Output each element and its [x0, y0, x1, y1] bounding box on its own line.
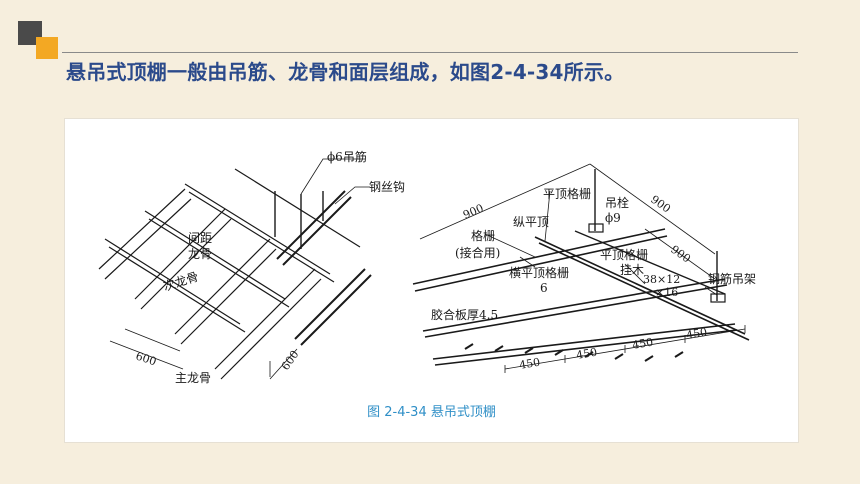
ceiling-diagram: ϕ6吊筋 钢丝钩 间距 龙骨 次龙骨 主龙骨 600 600	[98, 149, 756, 385]
label-flat-grid-hang-1: 平顶格栅	[600, 247, 648, 262]
slide-headline: 悬吊式顶棚一般由吊筋、龙骨和面层组成，如图2-4-34所示。	[66, 60, 625, 84]
label-dim-450-b: 450	[575, 346, 598, 362]
label-dim-450-a: 450	[518, 356, 541, 372]
label-bolt-2: ϕ9	[605, 211, 621, 225]
header-rule	[62, 52, 798, 53]
corner-square-orange	[36, 37, 58, 59]
left-grid-drawing	[98, 158, 372, 380]
label-spacer-2: 龙骨	[188, 247, 212, 261]
label-bolt-1: 吊栓	[605, 195, 629, 210]
label-dim-450-c: 450	[631, 336, 654, 352]
label-timber-1: 38×12	[643, 273, 680, 286]
label-timber-2: ×16	[655, 286, 678, 299]
figure-card: ϕ6吊筋 钢丝钩 间距 龙骨 次龙骨 主龙骨 600 600	[64, 118, 799, 443]
label-dim-450-d: 450	[685, 326, 708, 342]
label-dim-900-b: 900	[648, 193, 673, 216]
label-main-keel: 主龙骨	[175, 371, 211, 385]
label-dim-600-b: 600	[279, 348, 302, 373]
label-flat-grid-top: 平顶格栅	[543, 186, 591, 201]
label-cross-grid-num: 6	[540, 281, 548, 295]
label-grid-1: 格栅	[471, 228, 495, 243]
right-timber-drawing	[412, 163, 750, 373]
label-steel-hanger: 钢筋吊架	[708, 271, 756, 286]
label-plywood: 胶合板厚4.5	[431, 307, 498, 322]
label-flat-grid-hang-2: 挂木	[620, 263, 644, 277]
label-dim-900-c: 900	[668, 243, 693, 266]
label-dim-900-a: 900	[461, 202, 485, 222]
label-dim-600-a: 600	[134, 349, 158, 368]
label-cross-grid: 横平顶格栅	[509, 265, 569, 280]
label-secondary-keel: 次龙骨	[162, 269, 201, 293]
figure-caption: 图 2-4-34 悬吊式顶棚	[367, 405, 496, 420]
label-grid-2: (接合用)	[455, 245, 500, 260]
label-spacer-1: 间距	[188, 231, 212, 245]
label-hanger: ϕ6吊筋	[327, 149, 367, 164]
label-wire-hook: 钢丝钩	[369, 180, 405, 194]
label-long-flat: 纵平顶	[513, 215, 549, 229]
